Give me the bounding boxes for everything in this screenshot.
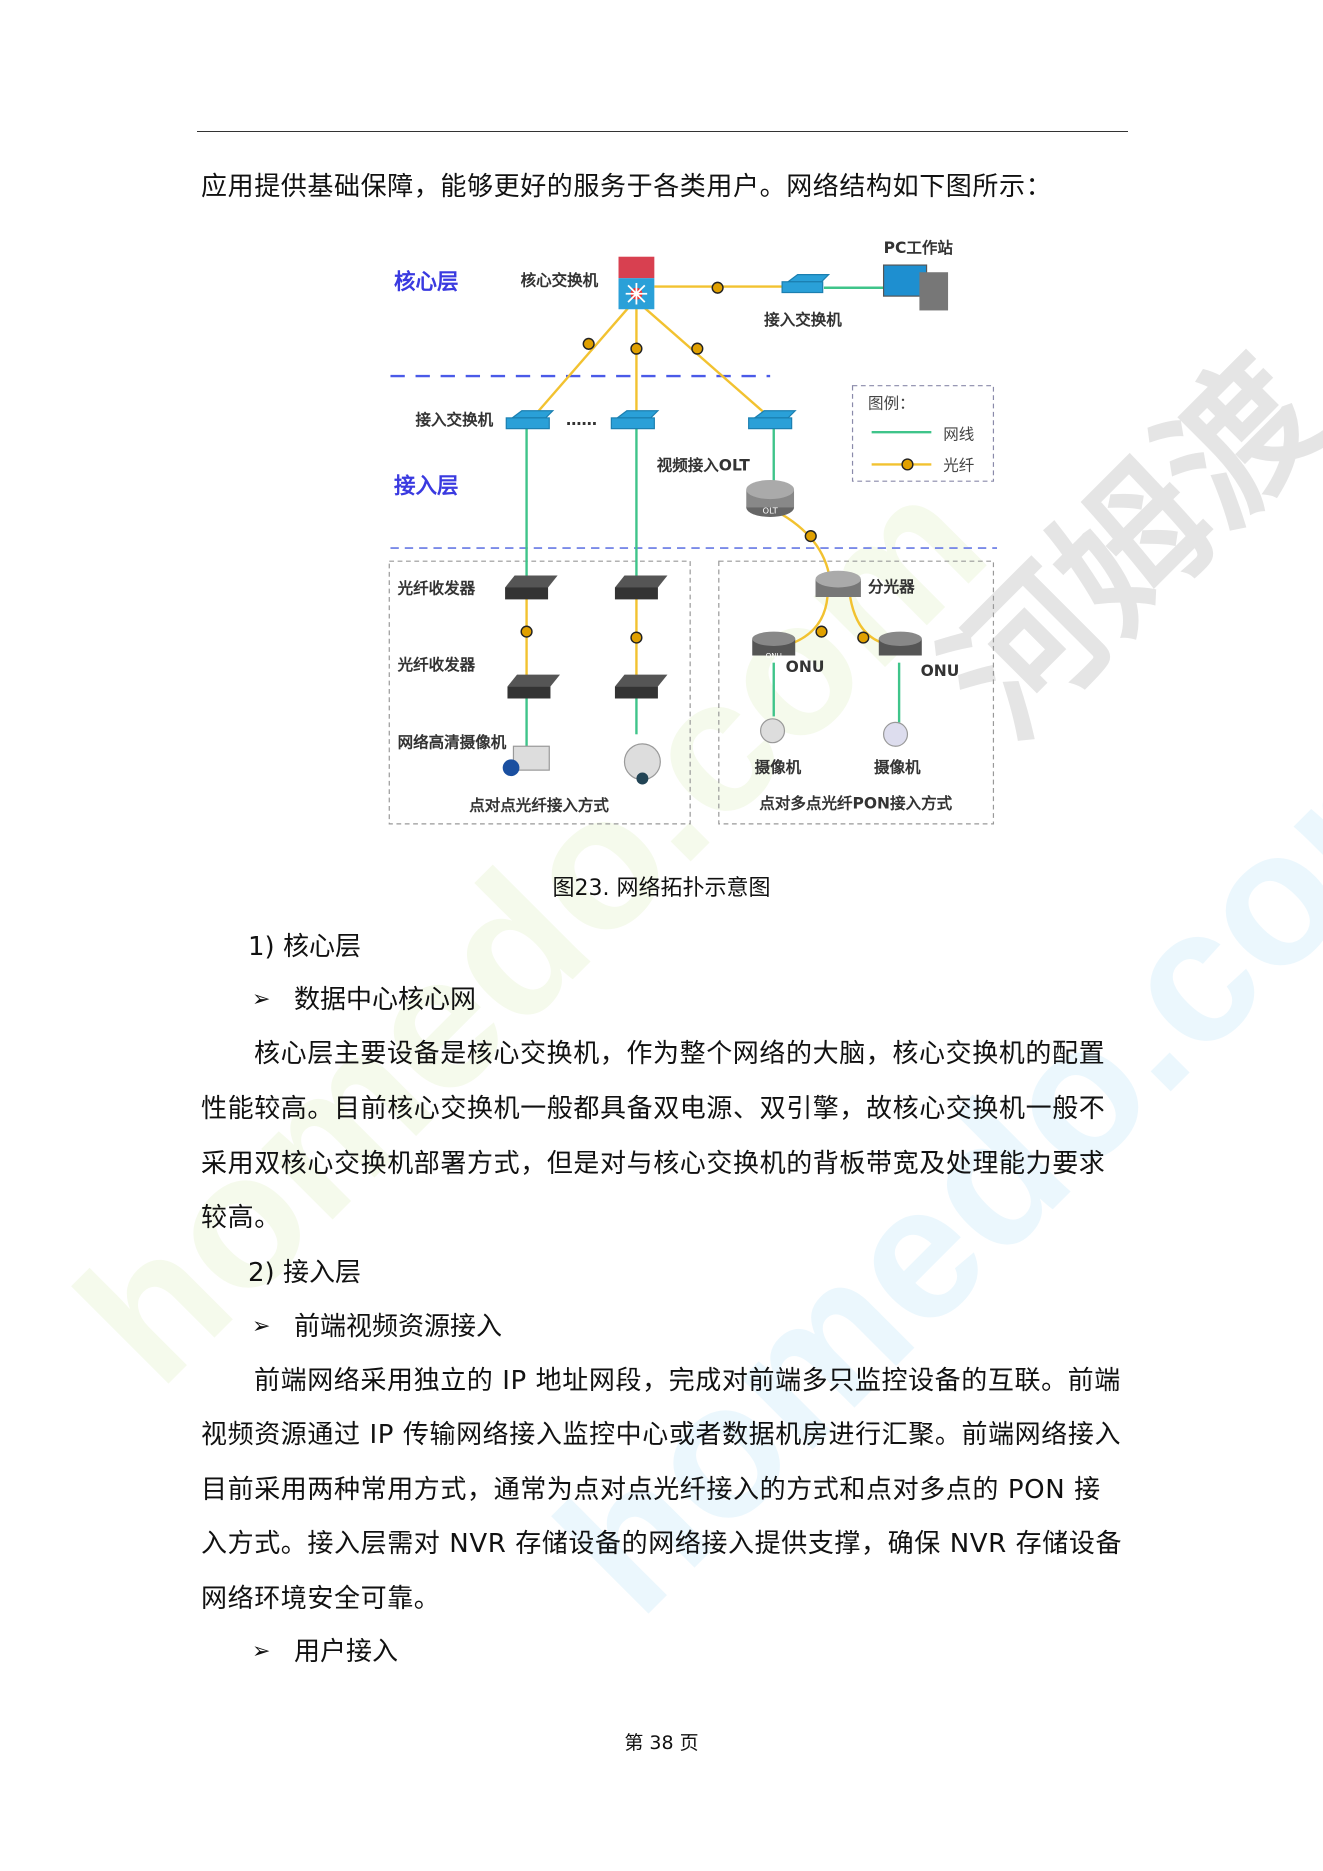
video-olt-label: 视频接入OLT	[657, 455, 751, 474]
camera-right-label: 摄像机	[874, 758, 921, 777]
hd-camera-label: 网络高清摄像机	[398, 732, 507, 751]
pc-workstation-label: PC工作站	[884, 238, 954, 257]
paragraph-line: 视频资源通过 IP 传输网络接入监控中心或者数据机房进行汇聚。前端网络接入	[201, 1420, 1122, 1450]
camera-left-label: 摄像机	[755, 758, 802, 777]
paragraph-line: 网络环境安全可靠。	[201, 1584, 441, 1614]
pon-box	[718, 560, 995, 825]
access-layer-label: 接入层	[394, 474, 458, 499]
paragraph-line: 目前采用两种常用方式，通常为点对点光纤接入的方式和点对多点的 PON 接	[201, 1475, 1101, 1505]
p2p-box	[388, 560, 691, 825]
paragraph-line: 入方式。接入层需对 NVR 存储设备的网络接入提供支撑，确保 NVR 存储设备	[201, 1529, 1123, 1559]
section-2-heading: 2) 接入层	[248, 1258, 361, 1288]
cable-links	[525, 286, 932, 747]
onu-tag: ONU	[766, 651, 782, 660]
onu-icons: ONU	[752, 631, 922, 660]
splitter-icon	[815, 570, 861, 598]
core-layer-label: 核心层	[394, 269, 458, 295]
header-rule	[197, 131, 1128, 132]
splitter-label: 分光器	[868, 577, 915, 596]
section-1-heading: 1) 核心层	[248, 932, 361, 962]
section-2-bullet-2: 用户接入	[294, 1637, 399, 1667]
access-switch-left-label: 接入交换机	[416, 410, 494, 429]
core-switch-icon	[618, 256, 655, 310]
legend-cable-label: 网线	[943, 425, 974, 443]
pon-access-label: 点对多点光纤PON接入方式	[759, 793, 952, 812]
legend-fiber-label: 光纤	[943, 456, 974, 474]
paragraph-line: 核心层主要设备是核心交换机，作为整个网络的大脑，核心交换机的配置	[254, 1039, 1106, 1069]
fiber-transceiver-icons	[505, 575, 668, 699]
paragraph-line: 性能较高。目前核心交换机一般都具备双电源、双引擎，故核心交换机一般不	[201, 1094, 1106, 1124]
section-1-bullet: 数据中心核心网	[294, 985, 477, 1015]
p2p-access-label: 点对点光纤接入方式	[469, 796, 609, 815]
onu-left-label: ONU	[786, 658, 825, 676]
transceiver-label-1: 光纤收发器	[397, 578, 476, 597]
intro-text: 应用提供基础保障，能够更好的服务于各类用户。网络结构如下图所示：	[201, 172, 1053, 202]
access-switch-top-label: 接入交换机	[764, 310, 842, 329]
onu-right-label: ONU	[921, 662, 960, 680]
bullet-arrow-icon: ➢	[252, 1314, 271, 1339]
transceiver-label-2: 光纤收发器	[397, 655, 476, 674]
section-2-bullet-1: 前端视频资源接入	[294, 1312, 503, 1342]
page-number: 第 38 页	[624, 1732, 699, 1754]
access-switch-icons	[505, 274, 831, 430]
camera-icons	[502, 718, 909, 785]
legend-box	[851, 385, 995, 482]
olt-icon: OLT	[746, 479, 795, 518]
bullet-arrow-icon: ➢	[252, 987, 271, 1012]
pc-workstation-icon	[882, 264, 949, 311]
legend-title: 图例：	[868, 394, 915, 412]
figure-caption: 图23. 网络拓扑示意图	[552, 876, 771, 901]
paragraph-line: 较高。	[201, 1203, 281, 1233]
olt-tag: OLT	[763, 505, 779, 515]
ellipsis-label: ……	[566, 411, 597, 429]
paragraph-line: 前端网络采用独立的 IP 地址网段，完成对前端多只监控设备的互联。前端	[254, 1366, 1121, 1396]
paragraph-line: 采用双核心交换机部署方式，但是对与核心交换机的背板带宽及处理能力要求	[201, 1149, 1106, 1179]
core-switch-label: 核心交换机	[521, 270, 599, 289]
fiber-connector-icons	[520, 281, 914, 644]
bullet-arrow-icon: ➢	[252, 1639, 271, 1664]
